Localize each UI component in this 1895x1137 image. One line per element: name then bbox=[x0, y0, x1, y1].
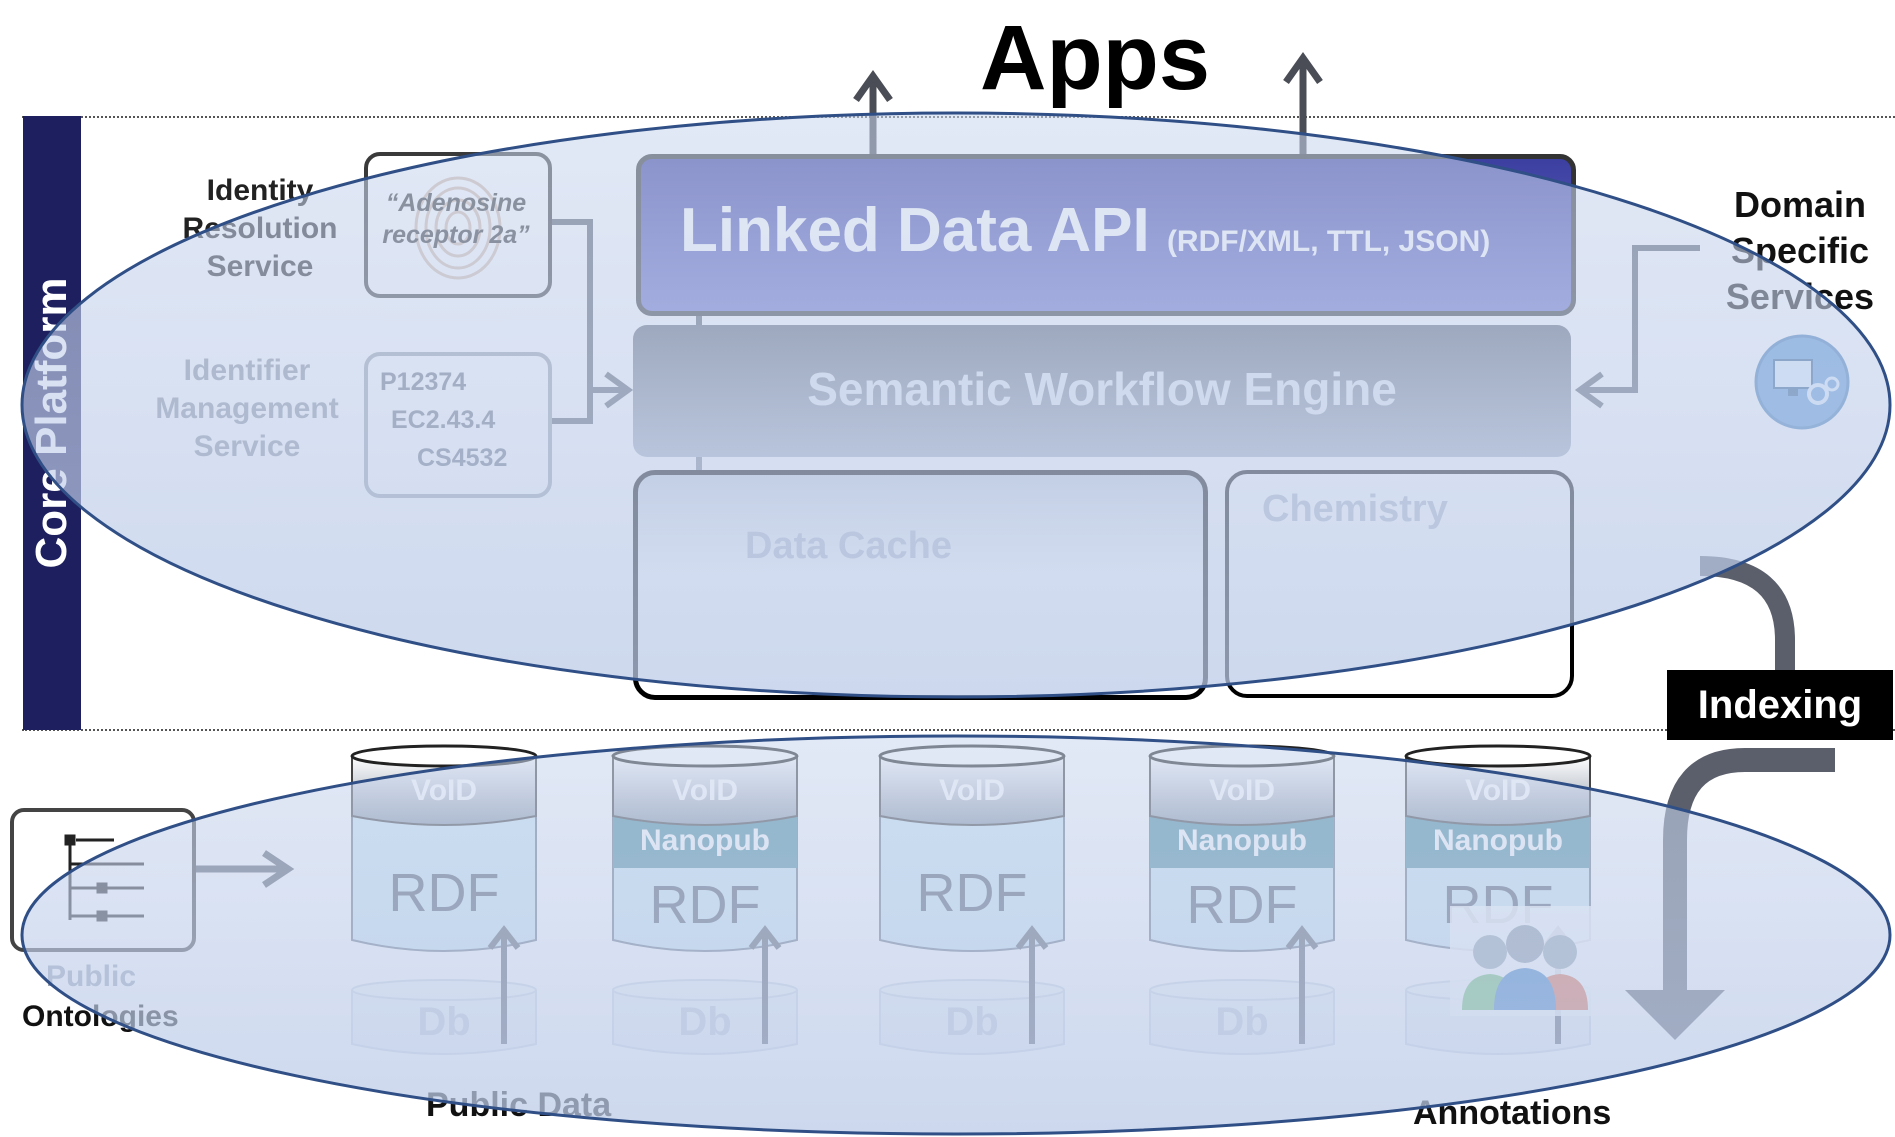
db-label: Db bbox=[1215, 1000, 1269, 1044]
void-label: VoID bbox=[1208, 774, 1276, 807]
rdf-label: RDF bbox=[649, 875, 761, 935]
identity-query-text: “Adenosine receptor 2a” bbox=[382, 189, 530, 249]
identifier-1: P12374 bbox=[380, 368, 467, 396]
dataset-cylinder: VoID RDF Db bbox=[350, 744, 538, 1084]
void-label: VoID bbox=[671, 774, 739, 807]
db-label: Db bbox=[417, 1000, 471, 1044]
rdf-label: RDF bbox=[916, 863, 1028, 923]
nanopub-label: Nanopub bbox=[1433, 824, 1563, 857]
data-cache-box bbox=[633, 470, 1208, 700]
identity-resolution-label: Identity Resolution Service bbox=[182, 174, 338, 283]
ontology-box bbox=[10, 808, 196, 952]
app-arrowhead-left bbox=[853, 69, 893, 103]
domain-specific-services-label: Domain Specific Services bbox=[1725, 184, 1875, 317]
semantic-workflow-engine-label: Semantic Workflow Engine bbox=[807, 363, 1397, 415]
public-ontologies-line2: Ontologies bbox=[22, 1000, 179, 1033]
public-data-label: Public Data bbox=[426, 1086, 612, 1124]
void-label: VoID bbox=[410, 774, 478, 807]
nanopub-label: Nanopub bbox=[640, 824, 770, 857]
db-label: Db bbox=[678, 1000, 732, 1044]
app-arrowhead-right bbox=[1283, 51, 1323, 85]
linked-data-api-label: Linked Data API (RDF/XML, TTL, JSON) bbox=[680, 195, 1490, 266]
public-ontologies-line1: Public bbox=[46, 960, 137, 993]
dataset-cylinder: VoID RDF Db bbox=[878, 744, 1066, 1084]
identifier-2: EC2.43.4 bbox=[391, 406, 496, 434]
void-label: VoID bbox=[938, 774, 1006, 807]
tree-hierarchy-icon bbox=[64, 834, 144, 922]
annotations-label: Annotations bbox=[1413, 1094, 1612, 1132]
db-label: Db bbox=[945, 1000, 999, 1044]
identifier-3: CS4532 bbox=[417, 444, 508, 472]
gear-monitor-icon bbox=[1754, 334, 1850, 430]
indexing-label: Indexing bbox=[1667, 670, 1893, 740]
middle-separator bbox=[22, 729, 1895, 731]
api-title: Linked Data API bbox=[680, 196, 1150, 265]
void-label: VoID bbox=[1464, 774, 1532, 807]
api-formats: (RDF/XML, TTL, JSON) bbox=[1166, 225, 1491, 258]
chemistry-label: Chemistry bbox=[1262, 488, 1448, 530]
users-group-icon bbox=[1450, 906, 1600, 1016]
data-cache-label: Data Cache bbox=[745, 525, 952, 567]
page-title: Apps bbox=[980, 7, 1210, 109]
rdf-label: RDF bbox=[1186, 875, 1298, 935]
identifier-management-label: Identifier Management Service bbox=[155, 354, 339, 463]
nanopub-label: Nanopub bbox=[1177, 824, 1307, 857]
rdf-label: RDF bbox=[388, 863, 500, 923]
